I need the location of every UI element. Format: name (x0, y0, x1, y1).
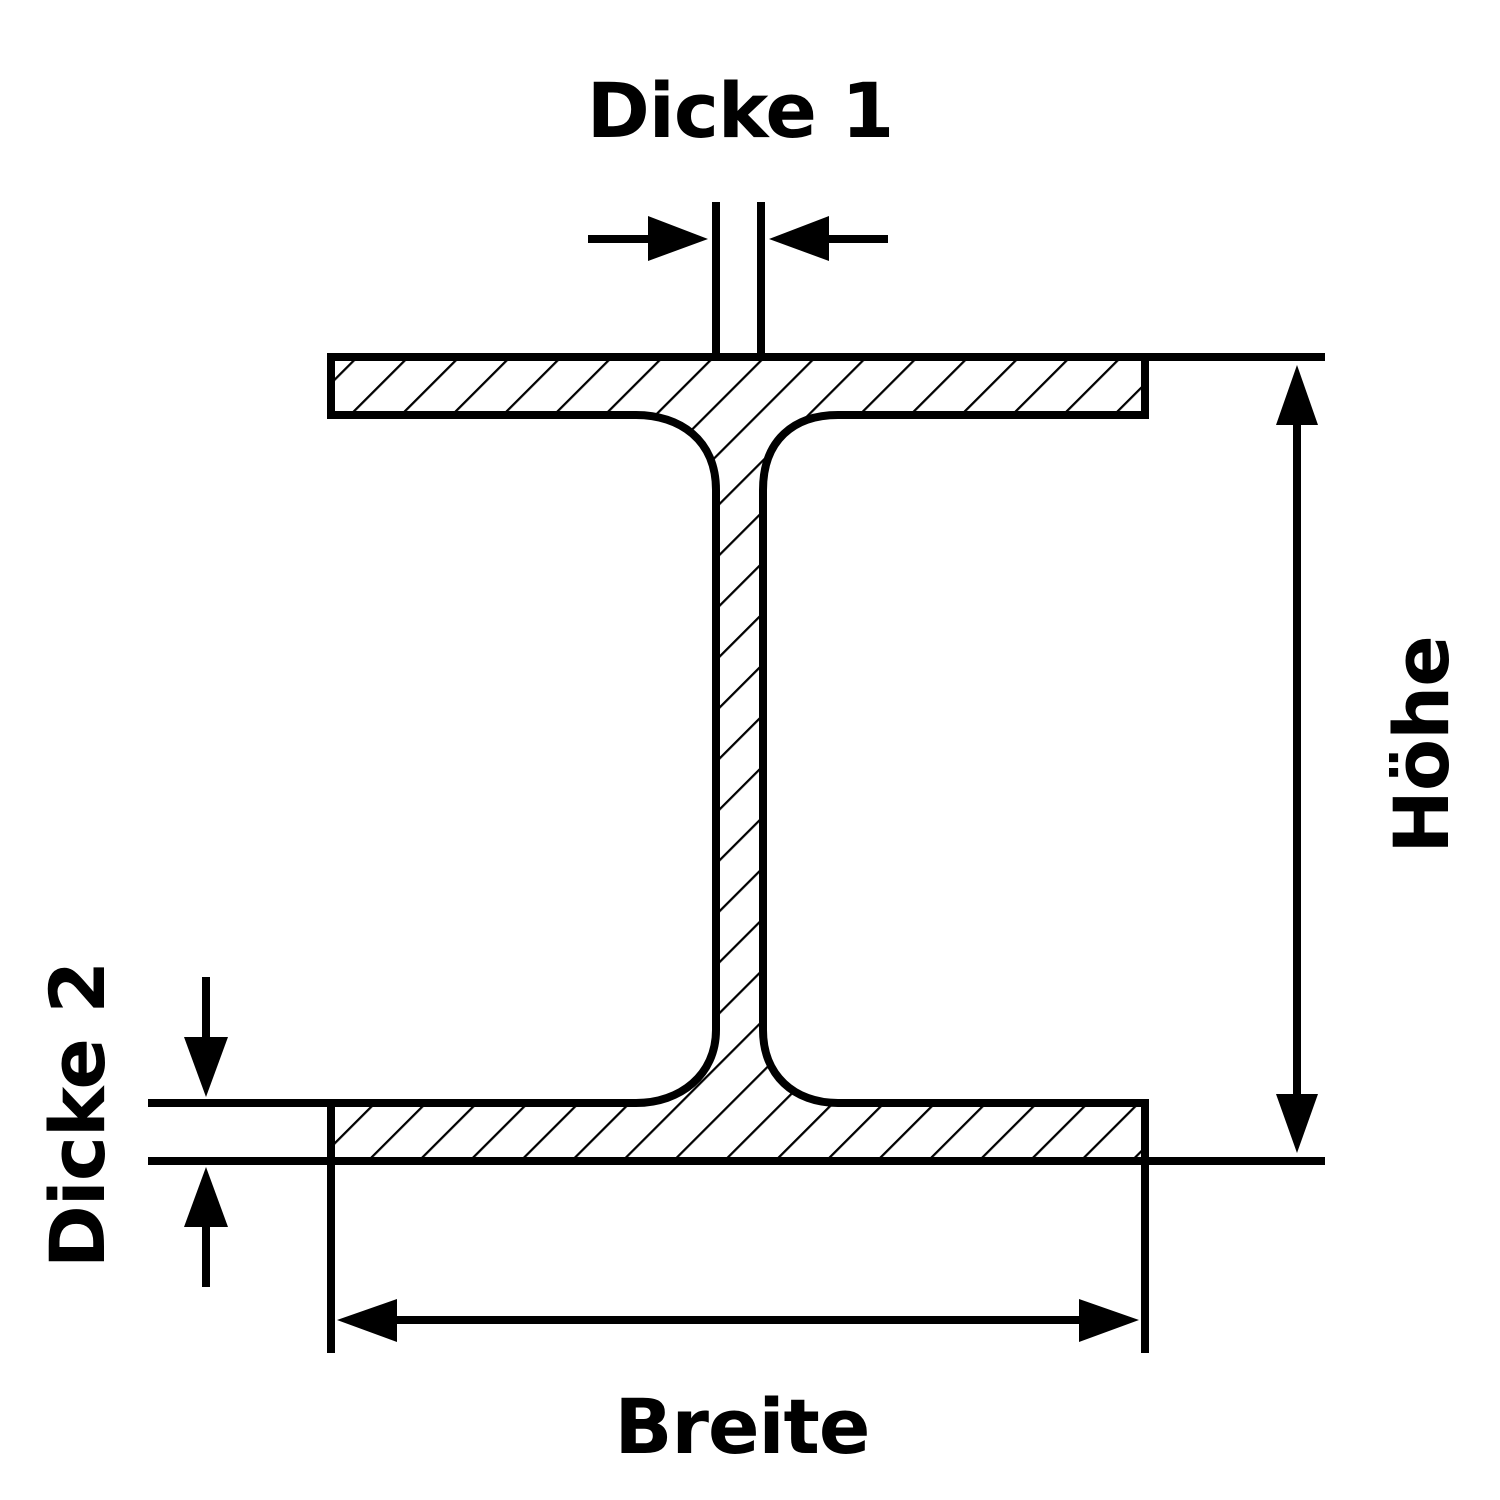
arrow-down-icon (184, 1037, 228, 1097)
arrow-right-icon (1079, 1299, 1139, 1342)
flange-thickness-dimension: Dicke 2 (33, 962, 331, 1287)
i-beam-section (327, 353, 1149, 1165)
flange-thickness-label: Dicke 2 (33, 962, 122, 1269)
height-dimension: Höhe (1145, 353, 1466, 1165)
arrow-left-icon (337, 1299, 397, 1342)
arrow-up-icon (184, 1167, 228, 1227)
height-label: Höhe (1377, 636, 1466, 853)
web-thickness-label: Dicke 1 (587, 66, 894, 155)
arrow-up-icon (1276, 365, 1318, 425)
arrow-right-icon (648, 216, 708, 261)
width-dimension: Breite (327, 1161, 1149, 1471)
arrow-down-icon (1276, 1094, 1318, 1153)
width-label: Breite (615, 1382, 870, 1471)
hatch-fill (331, 357, 1145, 1161)
arrow-left-icon (769, 216, 829, 261)
web-thickness-dimension: Dicke 1 (587, 66, 894, 357)
